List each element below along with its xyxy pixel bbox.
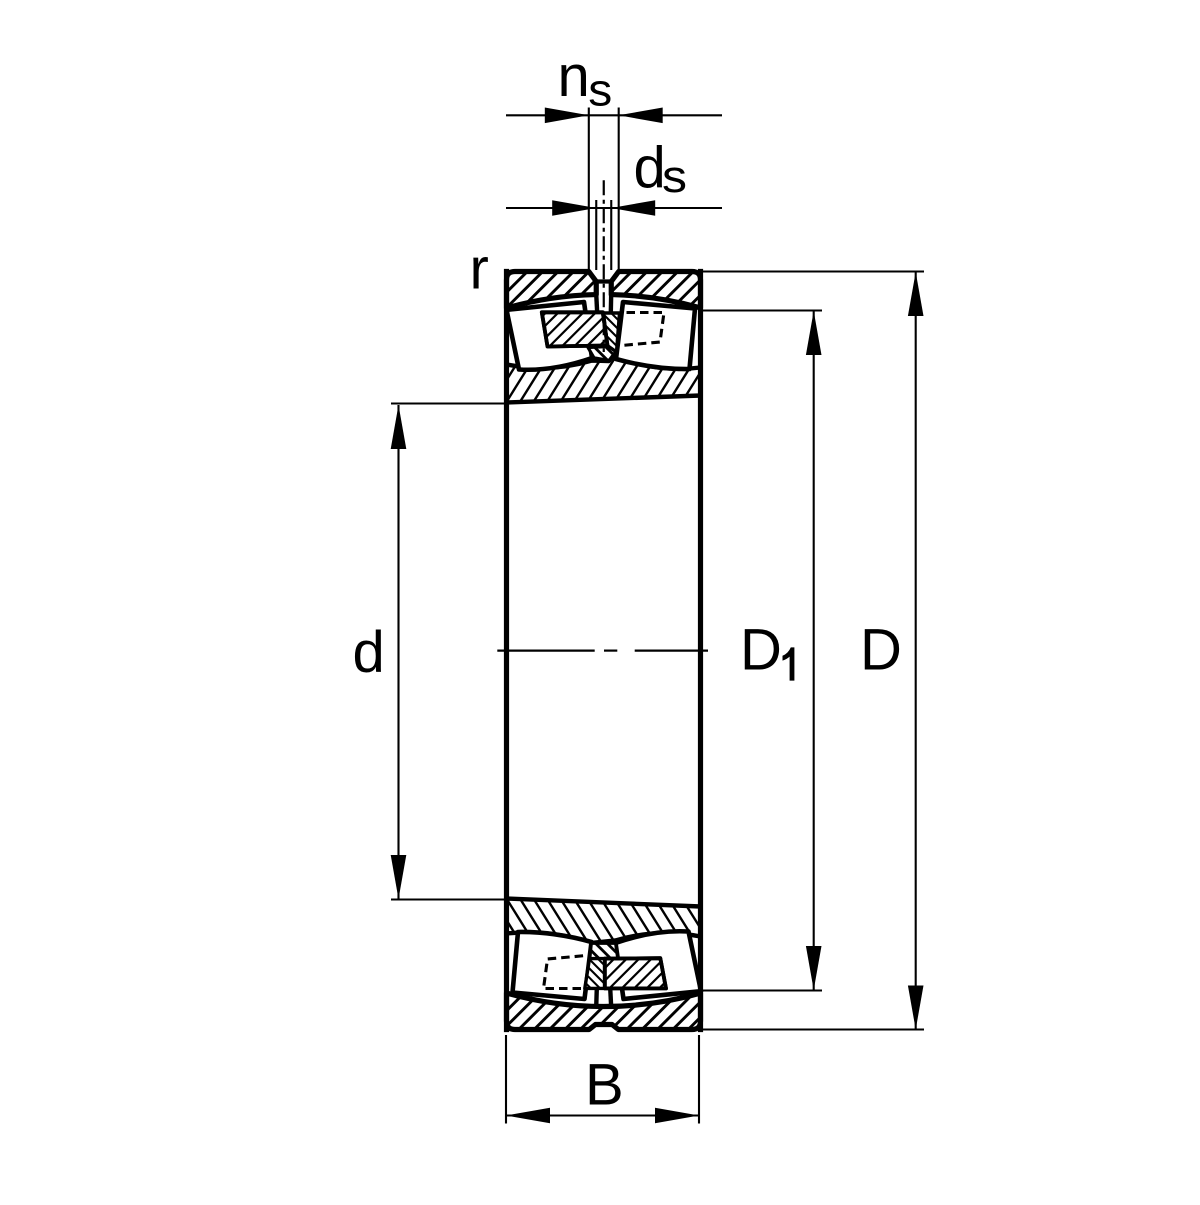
svg-text:s: s bbox=[662, 151, 687, 202]
svg-text:d: d bbox=[634, 135, 666, 200]
svg-text:d: d bbox=[353, 620, 385, 685]
svg-text:D: D bbox=[740, 617, 782, 682]
svg-text:n: n bbox=[558, 44, 590, 109]
svg-text:r: r bbox=[470, 237, 489, 302]
svg-text:D: D bbox=[860, 617, 902, 682]
svg-text:s: s bbox=[588, 65, 612, 116]
svg-text:B: B bbox=[585, 1053, 624, 1118]
